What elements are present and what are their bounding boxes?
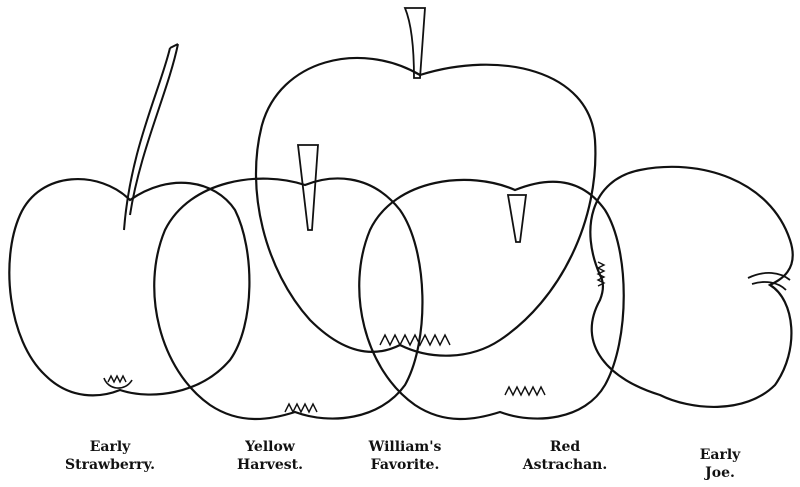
label-line: Strawberry. [65, 457, 155, 473]
label-line: Favorite. [370, 457, 440, 473]
apple-early-strawberry [8, 43, 251, 397]
label-line: Harvest. [237, 457, 303, 473]
label-early-joe: Early Joe. [650, 446, 790, 482]
label-early-strawberry: Early Strawberry. [40, 438, 180, 474]
apple-williams-favorite [254, 7, 597, 357]
apple-yellow-harvest [153, 144, 424, 421]
label-line: Red [549, 439, 581, 455]
label-line: Early [699, 447, 741, 463]
label-line: Joe. [705, 465, 735, 481]
label-line: Early [89, 439, 131, 455]
apple-early-joe [589, 165, 794, 408]
label-yellow-harvest: Yellow Harvest. [200, 438, 340, 474]
label-williams-favorite: William's Favorite. [335, 438, 475, 474]
label-line: William's [368, 439, 442, 455]
label-line: Yellow [245, 439, 295, 455]
label-red-astrachan: Red Astrachan. [495, 438, 635, 474]
apple-red-astrachan [358, 178, 625, 421]
label-line: Astrachan. [522, 457, 608, 473]
